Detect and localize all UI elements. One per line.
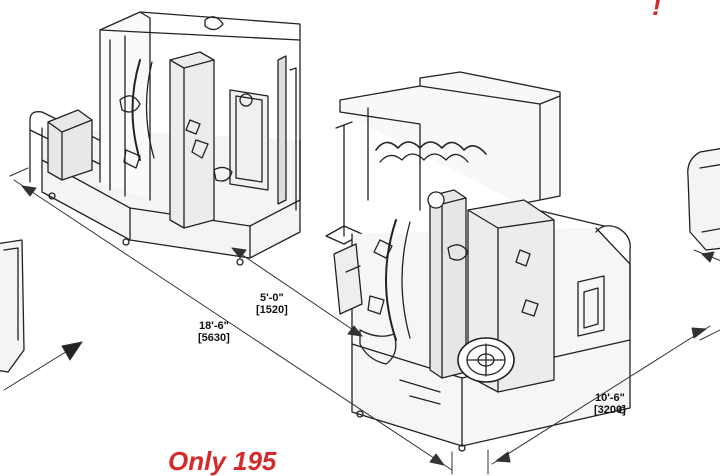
partial-machine-left xyxy=(0,239,25,373)
length-metric: [5630] xyxy=(198,332,230,344)
right-machine xyxy=(325,71,631,452)
gap-imperial: 5'-0" xyxy=(260,292,284,304)
drive-wheel xyxy=(457,337,515,383)
promo-corner-mark: ! xyxy=(652,0,662,21)
left-machine xyxy=(29,11,301,266)
length-imperial: 18'-6" xyxy=(198,320,229,332)
length-dimension-label: 18'-6" [5630] xyxy=(198,320,230,344)
depth-imperial: 10'-6" xyxy=(594,392,625,404)
partial-machine-right xyxy=(687,148,720,251)
gap-dimension-label: 5'-0" [1520] xyxy=(256,292,288,316)
dimension-lines xyxy=(3,167,720,475)
promo-text: Only 195 xyxy=(168,446,277,476)
depth-dimension-label: 10'-6" [3200] xyxy=(594,392,626,416)
gap-metric: [1520] xyxy=(256,304,288,316)
depth-metric: [3200] xyxy=(594,404,626,416)
